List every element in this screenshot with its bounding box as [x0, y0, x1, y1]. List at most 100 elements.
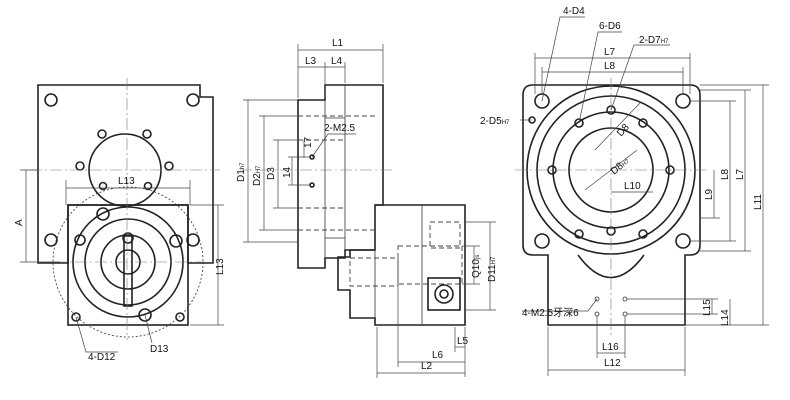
output-bolt-hole: [138, 308, 152, 322]
tapped-hole-M2.5: [622, 311, 628, 317]
pilot-hole: [98, 181, 108, 191]
label-17: 17: [303, 136, 314, 148]
label-D2-tol: H7: [256, 165, 262, 173]
label-D2: D2H7: [252, 165, 263, 186]
label-L15: L15: [702, 299, 713, 316]
label-L16: L16: [602, 342, 619, 353]
bolt-hole-D6: [574, 118, 584, 128]
label-D13: D13: [150, 344, 169, 355]
right-view: L7 L8 4-D4 6-D6 2-D7H7 2-D5H7 D8 D8H7 L1…: [480, 6, 769, 376]
label-D8-outer: D8: [615, 122, 632, 139]
corner-hole-D4: [534, 233, 550, 249]
label-2-D7: 2-D7H7: [639, 35, 669, 46]
label-2-D5-text: 2-D5: [480, 116, 502, 127]
right-body-outline: [522, 84, 701, 326]
hidden-shaft: [349, 257, 399, 287]
label-L3: L3: [305, 56, 317, 67]
pilot-hole: [97, 129, 107, 139]
label-2-D5: 2-D5H7: [480, 116, 510, 127]
flange-hole-bottom-right: [186, 233, 200, 247]
label-L6: L6: [432, 350, 444, 361]
label-Q10-text: Q10: [471, 259, 482, 278]
label-D2-text: D2: [252, 173, 263, 186]
gearbox-body-profile: [337, 204, 466, 326]
label-L10: L10: [624, 181, 641, 192]
leader-4-D4: [541, 16, 585, 102]
label-D1-text: D1: [236, 169, 247, 182]
label-D3: D3: [266, 167, 277, 180]
label-A: A: [14, 219, 25, 226]
output-bolt-hole: [169, 234, 183, 248]
bolt-hole-D6: [638, 229, 648, 239]
hidden-bore-output: [397, 245, 463, 285]
corner-hole-D4: [675, 93, 691, 109]
dim-D8-inner: [584, 149, 638, 191]
shaft-key-slot: [123, 235, 133, 307]
label-4-D4: 4-D4: [563, 6, 585, 17]
label-L8-horizontal: L8: [604, 61, 616, 72]
label-2-D7-tol: H7: [661, 39, 669, 45]
flange-hole-top-right: [186, 93, 200, 107]
flange-hole-bottom-left: [44, 233, 58, 247]
corner-hole-D12: [71, 312, 81, 322]
label-L9: L9: [704, 188, 715, 200]
flange-hole-top-left: [44, 93, 58, 107]
tapped-hole: [309, 182, 315, 188]
shaft-boss: [427, 277, 461, 311]
label-D8-inner-tol: H7: [621, 158, 631, 168]
pilot-hole: [143, 181, 153, 191]
label-L7-vertical: L7: [735, 168, 746, 180]
label-2-M2.5: 2-M2.5: [324, 123, 356, 134]
label-D1: D1h7: [236, 162, 247, 182]
label-D1-tol: h7: [240, 162, 246, 169]
label-D11-tol: H7: [491, 256, 497, 264]
label-6-D6: 6-D6: [599, 21, 621, 32]
label-D11: D11H7: [487, 256, 498, 282]
label-L1: L1: [332, 38, 344, 49]
leader-M2.5: [311, 133, 356, 158]
label-L12: L12: [604, 358, 621, 369]
bolt-hole-D6: [574, 229, 584, 239]
leader-6-D6: [578, 31, 622, 124]
label-D11-text: D11: [487, 264, 498, 282]
leader-4-M2.5: [522, 298, 598, 312]
hidden-pocket: [429, 221, 461, 249]
pilot-hole: [75, 161, 85, 171]
label-L5: L5: [457, 336, 469, 347]
label-L8-vertical: L8: [720, 168, 731, 180]
output-bolt-hole: [74, 234, 86, 246]
corner-hole-D4: [675, 233, 691, 249]
shaft-end: [434, 284, 454, 304]
middle-view: L1 L3 L4 D1h7 D2H7 D3 14 17 2-M2.5 Q10js: [236, 38, 498, 378]
motor-flange-profile: [297, 84, 384, 269]
bottom-lobe: [577, 254, 645, 279]
label-L2: L2: [421, 361, 433, 372]
leader-2-D7: [610, 44, 670, 111]
label-4-M2.5: 4-M2.5牙深6: [522, 307, 579, 319]
pilot-hole: [164, 161, 174, 171]
tapped-hole-M2.5: [594, 311, 600, 317]
tapped-hole-M2.5: [594, 296, 600, 302]
label-L13-horizontal: L13: [118, 176, 135, 187]
bolt-hole-D6: [638, 118, 648, 128]
label-L7-horizontal: L7: [604, 47, 616, 58]
label-2-D7-text: 2-D7: [639, 35, 661, 46]
label-L4: L4: [331, 56, 343, 67]
dim-D8-outer: [594, 102, 641, 151]
shaft-center: [439, 289, 449, 299]
key-slot-hole: [122, 232, 134, 244]
label-2-D5-tol: H7: [502, 120, 510, 126]
left-view: L13 L13 A 4-D12 D13: [14, 78, 226, 363]
leader-D13: [144, 314, 153, 344]
label-D8-inner: D8H7: [609, 155, 632, 177]
label-L11: L11: [753, 194, 764, 210]
leader-4-D12: [75, 316, 118, 353]
label-14: 14: [282, 166, 293, 178]
label-L14: L14: [720, 309, 731, 326]
tapped-hole-M2.5: [622, 296, 628, 302]
output-flange: [67, 204, 189, 326]
corner-hole-D12: [175, 312, 185, 322]
label-Q10: Q10js: [471, 255, 482, 278]
label-L13-vertical: L13: [215, 258, 226, 275]
